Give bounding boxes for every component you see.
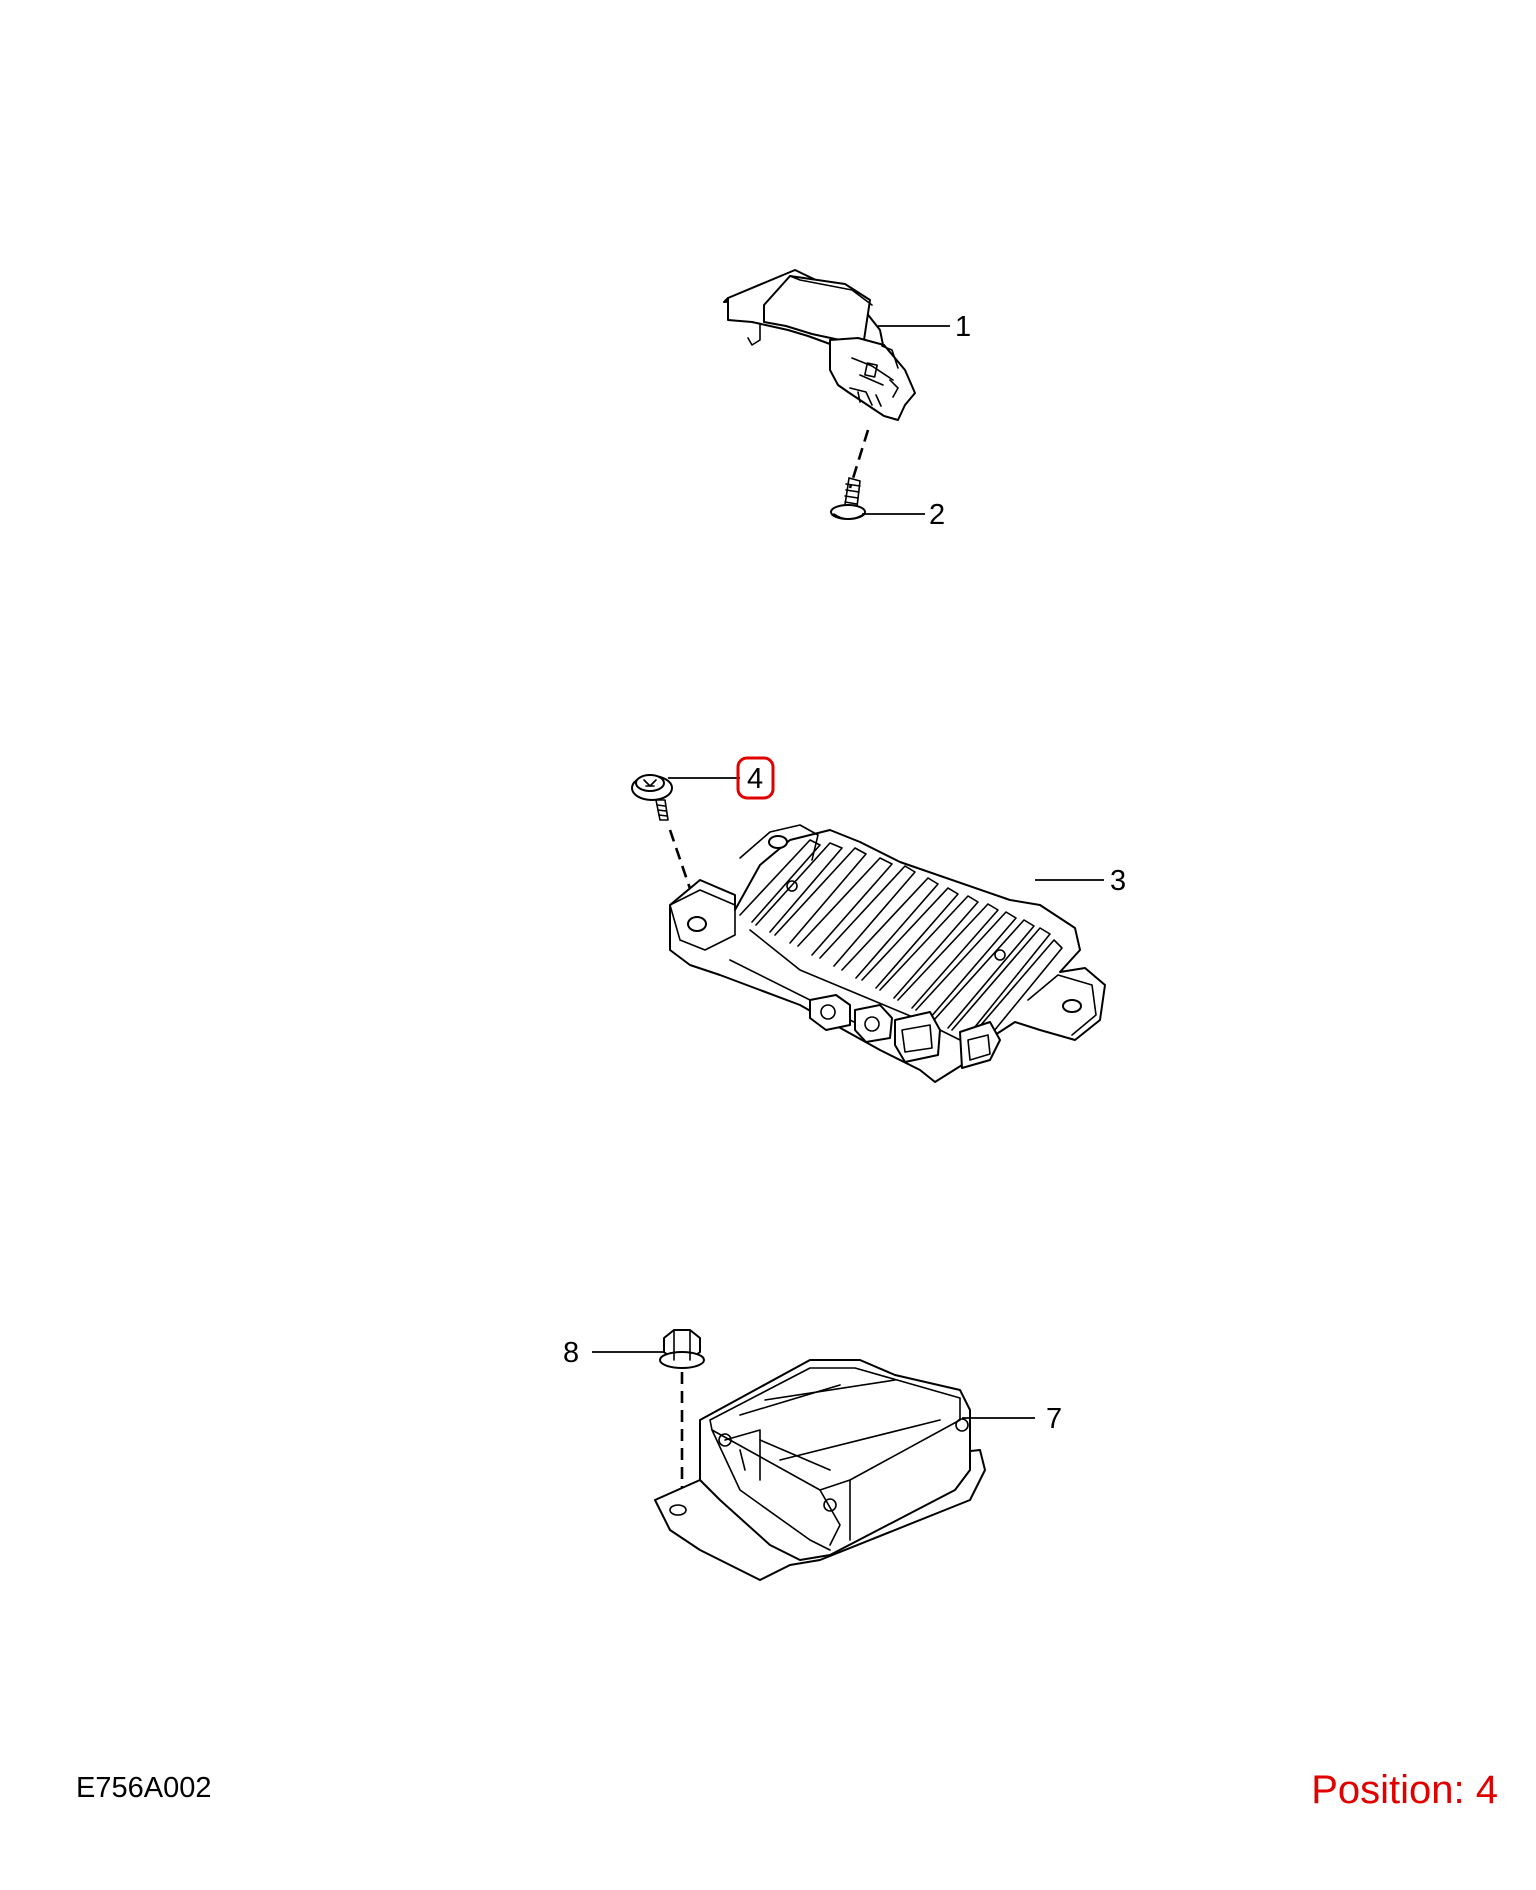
part-1-bracket[interactable] — [723, 269, 916, 421]
part-7-airbag-module[interactable] — [654, 1359, 986, 1581]
callout-3[interactable]: 3 — [1110, 865, 1126, 897]
part-8-nut[interactable] — [659, 1329, 705, 1369]
callout-1[interactable]: 1 — [955, 311, 971, 343]
callout-4-highlight — [736, 756, 775, 800]
position-indicator: Position: 4 — [1311, 1768, 1498, 1812]
part-1-fastener-guide-line — [848, 429, 870, 489]
part-3-control-module[interactable] — [669, 824, 1106, 1083]
diagram-reference-code: E756A002 — [76, 1772, 212, 1804]
callout-8[interactable]: 8 — [563, 1337, 579, 1369]
part-4-bolt[interactable] — [631, 774, 673, 821]
callout-2[interactable]: 2 — [929, 499, 945, 531]
part-2-screw[interactable] — [830, 477, 866, 520]
callout-4[interactable]: 4 — [747, 763, 763, 795]
callout-7[interactable]: 7 — [1046, 1403, 1062, 1435]
